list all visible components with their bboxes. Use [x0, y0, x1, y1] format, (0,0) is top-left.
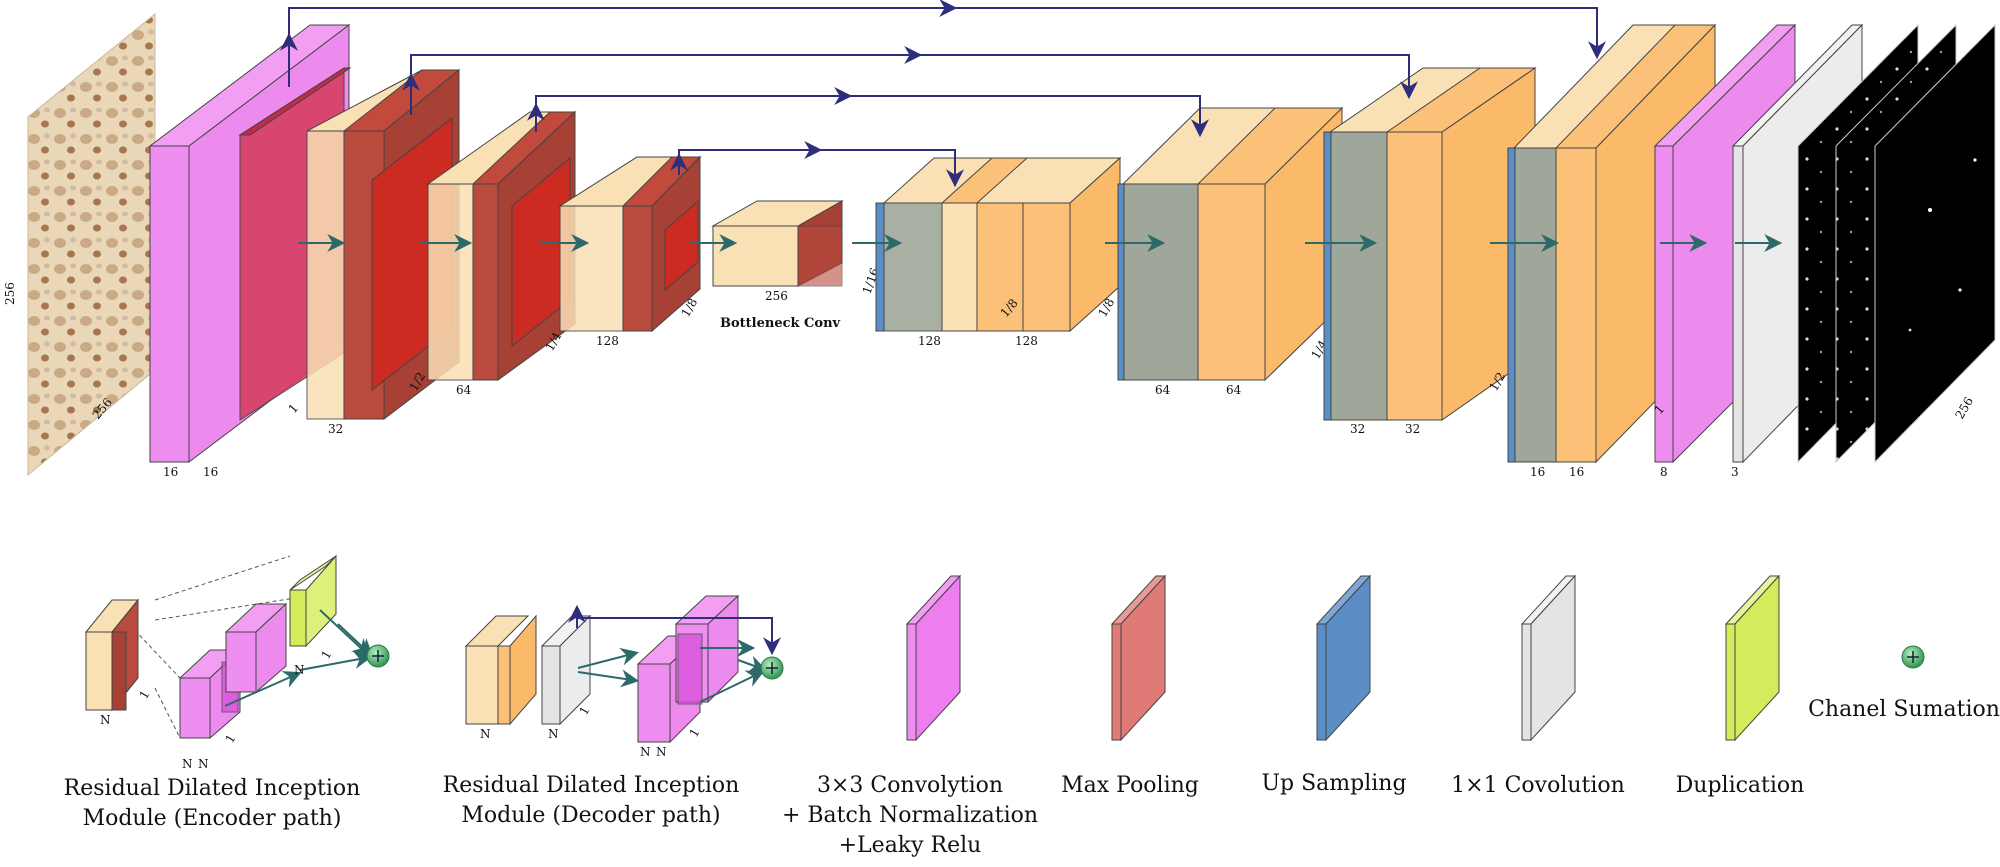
encoder-block-3	[426, 110, 577, 381]
legend-conv1x1	[1520, 574, 1577, 742]
encoder-block-2	[306, 68, 461, 421]
legend-maxpool-label: Max Pooling	[1061, 773, 1199, 798]
enc-mod-n2: N	[182, 757, 193, 771]
legend-decoder-module	[464, 594, 784, 744]
output-size-label: 256	[1952, 395, 1976, 422]
input-size-left-label: 256	[3, 282, 17, 305]
dec-mod-n2: N	[548, 727, 559, 741]
dec-mod-n1: N	[480, 727, 491, 741]
input-image	[27, 12, 156, 477]
legend-maxpool	[1110, 574, 1167, 742]
dec3-ch-b-label: 32	[1405, 422, 1420, 436]
legend-conv1x1-label: 1×1 Covolution	[1451, 773, 1625, 798]
dec-conv8-ch-label: 8	[1660, 465, 1668, 479]
dec4-ch-b-label: 16	[1569, 465, 1584, 479]
enc-mod-n4: N	[294, 663, 305, 677]
legend-upsampling	[1315, 574, 1372, 742]
legend-sum-label: Chanel Sumation	[1808, 697, 2000, 722]
dec1-ch-b-label: 128	[1015, 334, 1038, 348]
legend-sum	[1901, 645, 1925, 669]
enc1-scale-label: 1	[286, 401, 302, 416]
enc-mod-caption-2: Module (Encoder path)	[83, 806, 342, 831]
legend-duplication	[1724, 574, 1781, 742]
dec-mod-one1: 1	[576, 704, 592, 718]
enc-mod-n3: N	[198, 757, 209, 771]
legend-duplication-label: Duplication	[1676, 773, 1805, 798]
enc-mod-one1: 1	[136, 688, 152, 702]
enc4-ch-label: 128	[596, 334, 619, 348]
legend-conv3x3-line2: + Batch Normalization	[782, 803, 1038, 828]
dec-mod-one2: 1	[686, 726, 702, 740]
decoder-block-2	[1117, 106, 1344, 382]
enc-mod-one3: 1	[318, 648, 334, 662]
enc3-ch-label: 64	[456, 383, 472, 397]
dec2-ch-b-label: 64	[1226, 383, 1242, 397]
bottleneck-ch-label: 256	[765, 289, 788, 303]
dec2-ch-a-label: 64	[1155, 383, 1171, 397]
enc-mod-n1: N	[100, 713, 111, 727]
bottleneck-block	[711, 200, 844, 287]
dec-mod-n3: N	[640, 745, 651, 759]
enc-mod-one2: 1	[222, 732, 238, 746]
dec-mod-caption-1: Residual Dilated Inception	[443, 773, 740, 798]
encoder-block-4	[558, 155, 702, 333]
enc1-ch-b-label: 16	[203, 465, 218, 479]
enc-mod-caption-1: Residual Dilated Inception	[64, 776, 361, 801]
dec-mod-n4: N	[656, 745, 667, 759]
dec-conv3-ch-label: 3	[1731, 465, 1739, 479]
dec-mod-caption-2: Module (Decoder path)	[461, 803, 720, 828]
skip-connections	[280, 0, 1606, 188]
enc1-ch-a-label: 16	[163, 465, 178, 479]
output-maps	[1797, 23, 1996, 464]
legend-conv3x3-line3: +Leaky Relu	[839, 833, 982, 858]
dec1-ch-a-label: 128	[918, 334, 941, 348]
legend-encoder-module	[84, 554, 390, 740]
dec3-ch-a-label: 32	[1350, 422, 1365, 436]
bottleneck-title: Bottleneck Conv	[720, 316, 841, 331]
decoder-block-1	[875, 156, 1122, 333]
dec4-ch-a-label: 16	[1530, 465, 1545, 479]
legend-conv3x3-line1: 3×3 Convolytion	[817, 773, 1003, 798]
enc2-ch-label: 32	[328, 422, 343, 436]
legend-upsampling-label: Up Sampling	[1261, 771, 1406, 796]
legend-conv3x3	[905, 574, 962, 742]
